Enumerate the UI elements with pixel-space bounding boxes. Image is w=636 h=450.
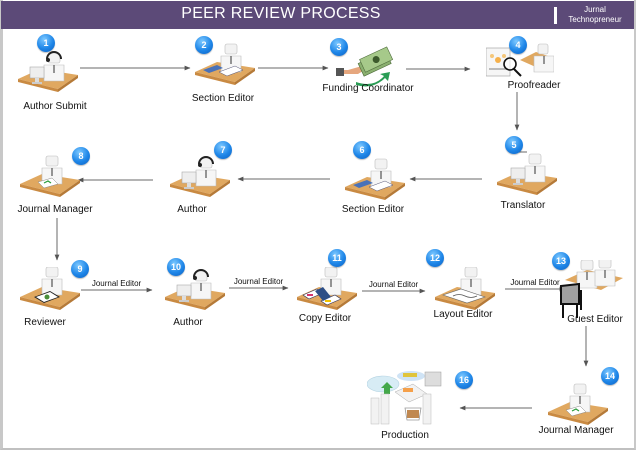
node-label: Journal Manager xyxy=(17,204,93,215)
step-number-badge: 13 xyxy=(552,252,570,270)
node-label: Production xyxy=(381,430,429,441)
node-label: Section Editor xyxy=(191,93,255,104)
step-number-badge: 8 xyxy=(72,147,90,165)
node-label: Author xyxy=(177,204,207,215)
step-number-badge: 14 xyxy=(601,367,619,385)
money-hand-icon xyxy=(336,46,394,87)
step-number-badge: 3 xyxy=(330,38,348,56)
layout-editor-desk-icon xyxy=(435,267,495,310)
brand-line-1: Jurnal xyxy=(584,5,606,14)
edge-label: Journal Editor xyxy=(91,279,142,288)
proofreader-magnifier-icon xyxy=(486,43,554,77)
author-headset-desk-icon xyxy=(170,156,230,197)
node-label: Section Editor xyxy=(341,204,405,215)
node-label: Proofreader xyxy=(507,80,561,91)
page-title: PEER REVIEW PROCESS xyxy=(181,5,381,22)
node-label: Copy Editor xyxy=(298,313,352,324)
guest-editor-desk-icon xyxy=(560,260,623,318)
step-number-badge: 4 xyxy=(509,36,527,54)
node-label: Author Submit xyxy=(23,101,87,112)
node-label: Guest Editor xyxy=(567,314,623,325)
author-headset-desk-icon xyxy=(165,269,225,310)
node-label: Funding Coordinator xyxy=(322,83,414,94)
step-number-badge: 9 xyxy=(71,260,89,278)
edge-label: Journal Editor xyxy=(510,278,560,287)
brand-divider xyxy=(554,7,557,24)
node-label: Author xyxy=(173,317,203,328)
node-label: Translator xyxy=(500,200,546,211)
author-headset-desk-icon xyxy=(18,51,78,92)
translator-desk-icon xyxy=(497,153,557,195)
production-team-icon xyxy=(367,371,442,425)
brand-line-2: Technopreneur xyxy=(568,15,622,24)
section-editor-desk-icon xyxy=(195,43,255,85)
step-number-badge: 1 xyxy=(37,34,55,52)
reviewer-desk-icon xyxy=(20,267,80,310)
brand-logo-text: Jurnal Technopreneur xyxy=(559,5,631,25)
step-number-badge: 5 xyxy=(505,136,523,154)
node-label: Layout Editor xyxy=(433,309,493,320)
step-number-badge: 7 xyxy=(214,141,232,159)
step-number-badge: 6 xyxy=(353,141,371,159)
step-number-badge: 11 xyxy=(328,249,346,267)
header-bar: PEER REVIEW PROCESS Jurnal Technopreneur xyxy=(1,1,634,29)
step-number-badge: 2 xyxy=(195,36,213,54)
journal-manager-desk-icon xyxy=(20,155,80,197)
node-label: Journal Manager xyxy=(538,425,614,436)
edge-label: Journal Editor xyxy=(368,280,419,289)
copy-editor-desk-icon xyxy=(297,267,357,310)
edge-label: Journal Editor xyxy=(233,277,284,286)
step-number-badge: 12 xyxy=(426,249,444,267)
step-number-badge: 10 xyxy=(167,258,185,276)
section-editor-desk-icon xyxy=(345,158,405,200)
journal-manager-desk-icon xyxy=(548,383,608,425)
node-label: Reviewer xyxy=(24,317,66,328)
step-number-badge: 16 xyxy=(455,371,473,389)
